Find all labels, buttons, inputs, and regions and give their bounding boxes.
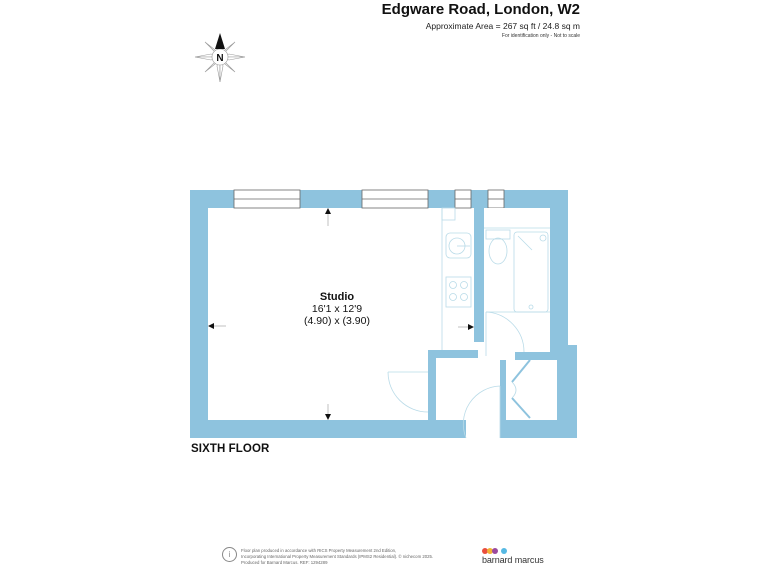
sink-icon bbox=[445, 232, 472, 259]
footer-line: Produced for Barnard Marcus. REF: 129428… bbox=[241, 560, 328, 565]
disclaimer-text: For identification only - Not to scale bbox=[501, 33, 580, 39]
brand-name: barnard marcus bbox=[482, 555, 544, 565]
cupboard-doors bbox=[511, 359, 531, 419]
floor-label: SIXTH FLOOR bbox=[191, 443, 270, 455]
room-studio: Studio 16'1 x 12'9 (4.90) x (3.90) bbox=[272, 291, 402, 327]
room-name: Studio bbox=[319, 291, 355, 303]
brand-logo: barnard marcus bbox=[482, 547, 544, 565]
arrow-left-icon bbox=[208, 323, 214, 329]
studio-door bbox=[387, 371, 429, 413]
arrow-right-icon bbox=[468, 324, 474, 330]
compass-label: N bbox=[216, 53, 223, 64]
property-title: Edgware Road, London, W2 bbox=[381, 1, 580, 18]
toilet-cistern-icon bbox=[485, 229, 511, 240]
dimension-arrows bbox=[208, 208, 474, 420]
room-dims-metric: (4.90) x (3.90) bbox=[304, 315, 370, 327]
kitchen-fixtures bbox=[441, 207, 472, 350]
bath-icon bbox=[513, 231, 549, 313]
arrow-down-icon bbox=[325, 414, 331, 420]
front-door bbox=[462, 385, 501, 439]
approximate-area: Approximate Area = 267 sq ft / 24.8 sq m bbox=[425, 21, 580, 31]
footer-line: Floor plan produced in accordance with R… bbox=[241, 548, 397, 553]
info-icon: i bbox=[222, 547, 237, 562]
footer-note: i Floor plan produced in accordance with… bbox=[222, 547, 434, 566]
hob-icon bbox=[445, 276, 472, 308]
bathroom-fixtures bbox=[484, 208, 550, 356]
arrow-up-icon bbox=[325, 208, 331, 214]
footer-line: Incorporating International Property Mea… bbox=[241, 554, 434, 559]
windows bbox=[233, 189, 505, 209]
toilet-icon bbox=[488, 237, 508, 265]
room-dims-imperial: 16'1 x 12'9 bbox=[311, 303, 363, 315]
brand-dots-icon bbox=[482, 547, 544, 554]
north-compass-icon: N bbox=[194, 33, 246, 83]
